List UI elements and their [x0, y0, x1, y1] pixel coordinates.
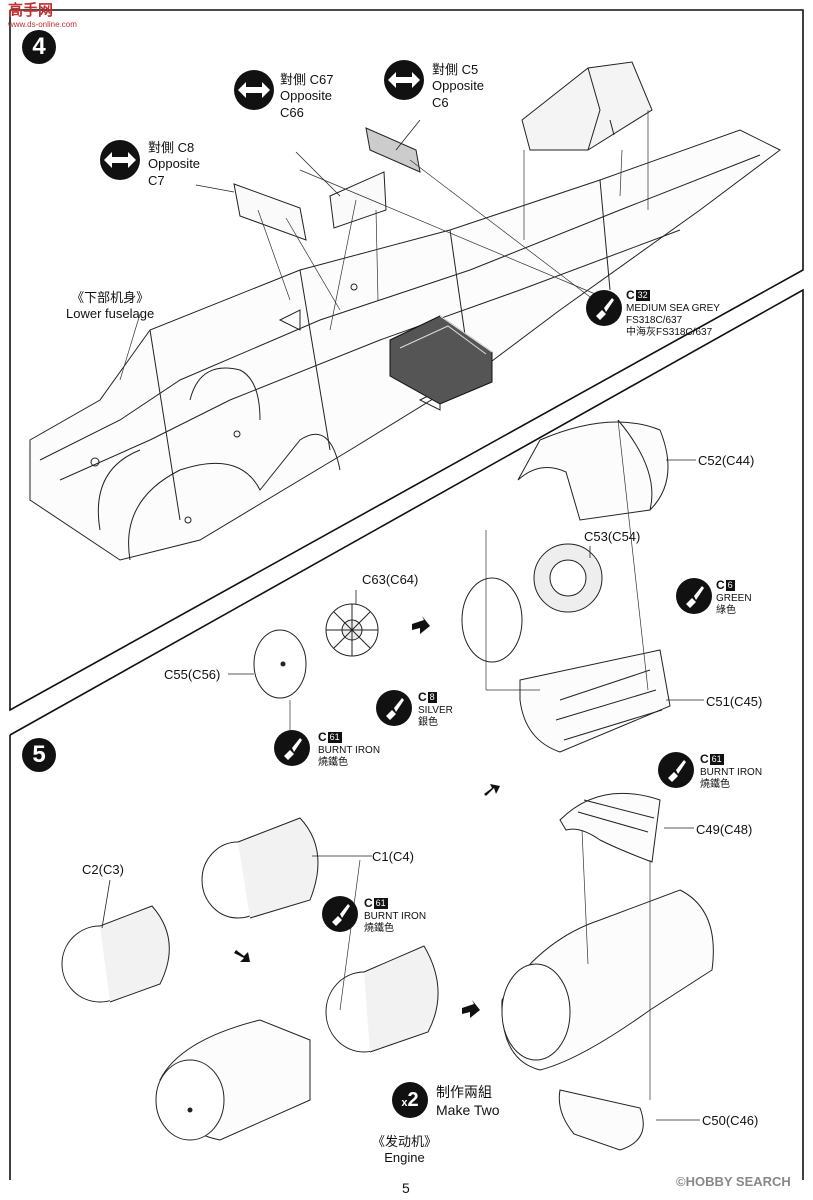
- paint-name-en: BURNT IRON: [700, 767, 763, 778]
- part-label-c52: C52(C44): [698, 453, 755, 468]
- paint-code: C: [318, 730, 327, 744]
- watermark-top: 高手网: [8, 2, 54, 19]
- opp-c5-line1: 對側 C5: [432, 62, 479, 77]
- part-label-c2: C2(C3): [82, 862, 124, 877]
- step-5-number: 5: [22, 738, 56, 772]
- engine-parts-drawing: [253, 419, 671, 753]
- part-label-c63: C63(C64): [362, 572, 419, 587]
- paint-name-en: BURNT IRON: [318, 745, 381, 756]
- guide-lines-5: [289, 419, 651, 1100]
- leader-lines: [101, 119, 704, 1121]
- opposite-arrows: [104, 72, 420, 168]
- paint-brush-icon: [274, 730, 310, 766]
- engine-label: 《发动机》 Engine: [372, 1134, 437, 1167]
- watermark-url: www.ds-online.com: [8, 20, 77, 29]
- cowling-part: [521, 61, 653, 151]
- paint-brush-icon: [658, 752, 694, 788]
- paint-name-cn: 燒鐵色: [318, 757, 348, 768]
- paint-name-en: MEDIUM SEA GREY: [626, 303, 720, 314]
- bold-arrows: [234, 616, 500, 1018]
- make-two-badge: x2: [392, 1082, 428, 1118]
- paint-code: C: [626, 288, 635, 302]
- opp-c8-line2: Opposite: [148, 156, 201, 172]
- paint-brush-icon: [586, 290, 622, 326]
- opp-c67-line1: 對側 C67: [280, 72, 334, 87]
- cockpit-tub: [389, 315, 493, 405]
- part-label-c53: C53(C54): [584, 529, 641, 544]
- paint-name-en: BURNT IRON: [364, 911, 427, 922]
- opposite-c67-label: 對側 C67 Opposite C66: [280, 72, 333, 121]
- hobbysearch-watermark: ©HOBBY SEARCH: [676, 1174, 791, 1189]
- part-label-c55: C55(C56): [164, 667, 221, 682]
- step-4-number: 4: [22, 30, 56, 64]
- part-label-c49: C49(C48): [696, 822, 753, 837]
- paint-fs-code: FS318C/637: [626, 315, 683, 326]
- paint-name-en: SILVER: [418, 705, 453, 716]
- part-label-c1: C1(C4): [372, 849, 414, 864]
- part-label-c50: C50(C46): [702, 1113, 759, 1128]
- opp-c8-line3: C7: [148, 172, 165, 188]
- panel-borders: [9, 9, 804, 1180]
- paint-code: C: [418, 690, 427, 704]
- engine-cn: 《发动机》: [372, 1134, 438, 1149]
- paint-code: C: [364, 896, 373, 910]
- paint-code-box: 61: [709, 754, 724, 765]
- page-number: 5: [402, 1180, 410, 1196]
- paint-name-cn: 燒鐵色: [700, 779, 730, 790]
- paint-code: C: [716, 578, 725, 592]
- paint-code-box: 61: [373, 898, 388, 909]
- part-label-c51: C51(C45): [706, 694, 763, 709]
- opposite-c5-label: 對側 C5 Opposite C6: [432, 62, 484, 111]
- opp-c5-line3: C6: [432, 94, 449, 110]
- paint-name-cn: 綠色: [716, 605, 736, 616]
- paint-code-box: 32: [635, 290, 650, 301]
- paint-name-cn: 燒鐵色: [364, 923, 394, 934]
- paint-code-box: 6: [725, 580, 735, 591]
- lower-fuselage-en: Lower fuselage: [66, 306, 155, 322]
- make-two-en: Make Two: [436, 1101, 500, 1118]
- small-parts: [233, 127, 421, 241]
- paint-code-box: 61: [327, 732, 342, 743]
- paint-brush-icon: [322, 896, 358, 932]
- lower-fuselage-cn: 《下部机身》: [71, 290, 150, 305]
- paint-code-box: 8: [427, 692, 437, 703]
- opposite-c8-label: 對側 C8 Opposite C7: [148, 140, 200, 189]
- opp-c8-line1: 對側 C8: [148, 140, 195, 155]
- paint-name-en: GREEN: [716, 593, 752, 604]
- paint-name-cn: 中海灰FS318C/637: [626, 327, 713, 338]
- step5-drawing: [61, 792, 714, 1151]
- paint-brush-icon: [676, 578, 712, 614]
- opp-c67-line2: Opposite: [280, 88, 333, 104]
- lower-fuselage-label: 《下部机身》 Lower fuselage: [66, 290, 154, 323]
- paint-name-cn: 銀色: [418, 717, 438, 728]
- guide-lines-4: [119, 110, 649, 381]
- opp-c67-line3: C66: [280, 104, 304, 120]
- make-two-label: 制作兩組 Make Two: [436, 1084, 500, 1119]
- paint-code: C: [700, 752, 709, 766]
- make-two-count: 2: [407, 1089, 419, 1111]
- paint-brush-icon: [376, 690, 412, 726]
- opp-c5-line2: Opposite: [432, 78, 485, 94]
- sunburst-part: [325, 603, 379, 657]
- engine-en: Engine: [384, 1150, 425, 1166]
- make-two-cn: 制作兩組: [436, 1084, 492, 1100]
